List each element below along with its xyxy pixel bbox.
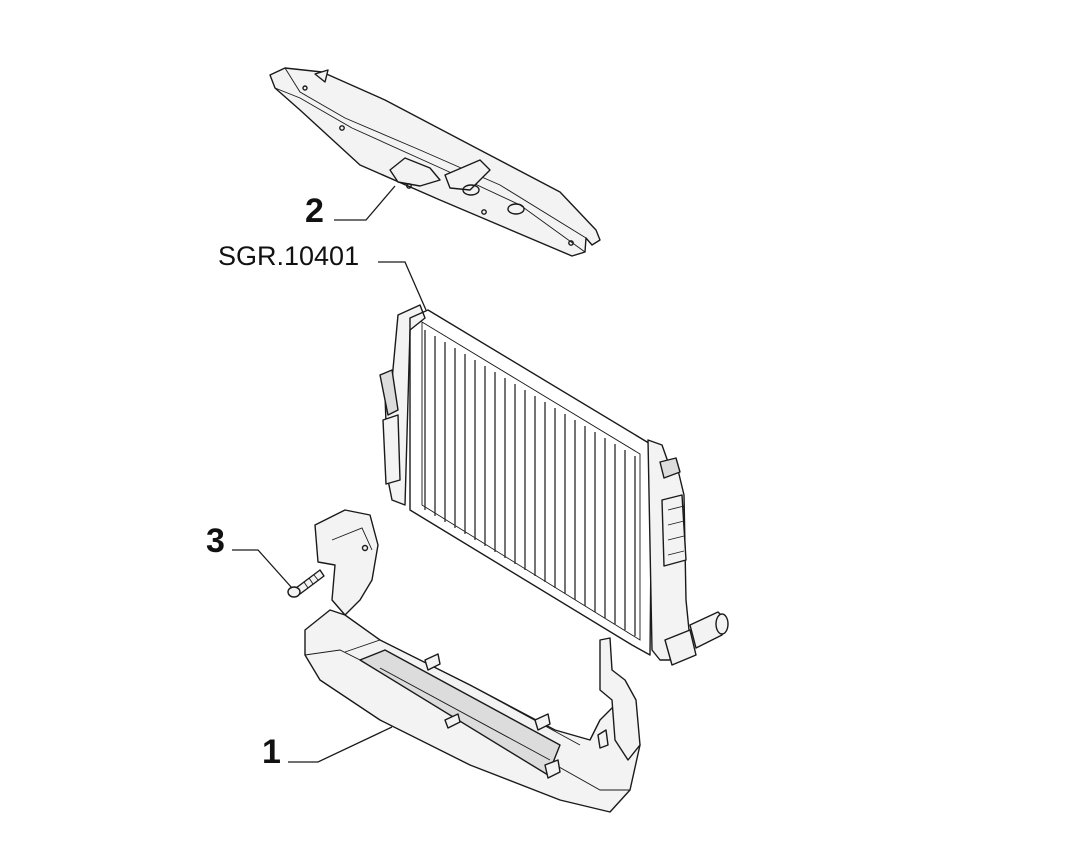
leader-line-1 — [288, 726, 393, 763]
screw-part-3 — [287, 569, 325, 598]
leader-line-ref — [378, 261, 427, 311]
radiator-core-fins — [424, 330, 636, 636]
callout-part-2: 2 — [305, 192, 324, 230]
callout-part-1: 1 — [262, 733, 281, 771]
callout-ref-radiator: SGR.10401 — [218, 241, 359, 271]
radiator-assembly — [379, 304, 729, 666]
lower-deflector-part-1 — [304, 509, 641, 813]
upper-cover-part-2 — [269, 67, 601, 257]
leader-line-2 — [334, 185, 396, 221]
callout-part-3: 3 — [206, 522, 225, 560]
leader-line-3 — [232, 549, 293, 589]
